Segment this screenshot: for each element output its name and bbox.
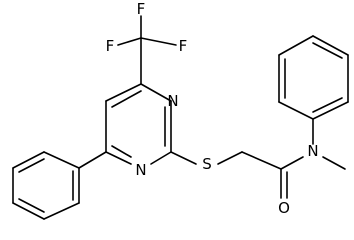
bond-ph1-c-double — [18, 198, 45, 213]
bond-ph2-c-double — [312, 42, 343, 59]
atom-sulfur: S — [202, 155, 212, 173]
bond-c6-n1 — [140, 83, 172, 102]
bond-ph1-b — [43, 202, 80, 220]
atom-fluorine-left: F — [106, 37, 115, 55]
bond-n3-c4 — [105, 151, 132, 165]
atom-nitrogen-n1: N — [167, 92, 178, 110]
atom-nitrogen-n3: N — [135, 161, 146, 179]
atom-fluorine-top: F — [137, 0, 146, 18]
bond-ph1-f — [43, 151, 80, 169]
bonds — [12, 15, 349, 220]
bond-cf-right — [140, 37, 177, 46]
atom-nitrogen-amide: N — [307, 142, 318, 160]
bond-co-n — [280, 156, 304, 170]
bond-ph2-d — [278, 35, 314, 56]
atom-oxygen: O — [278, 199, 290, 217]
bond-ph1-c — [12, 202, 45, 220]
bond-ph2-a-double — [312, 97, 343, 113]
bond-ch2-co — [241, 151, 282, 170]
chemical-structure: F F F N N S O N — [12, 0, 349, 220]
bond-ph2-c — [312, 35, 349, 56]
bond-c5-c6 — [105, 83, 142, 102]
bond-cf-left — [117, 37, 142, 46]
bond-ph1-e-double — [18, 158, 45, 173]
bond-ph2-f — [278, 101, 314, 120]
bond-c5-c6-double — [111, 90, 142, 108]
bond-c2-s — [170, 151, 197, 165]
bond-c2-n3 — [150, 151, 172, 165]
atom-labels: F F F N N S O N — [106, 0, 319, 217]
bond-c4-phenyl — [78, 151, 107, 169]
bond-n-methyl — [322, 156, 346, 170]
bond-ph2-a — [312, 101, 349, 120]
bond-ph1-e — [12, 151, 45, 169]
bond-n3-c4-double — [111, 145, 132, 158]
atom-fluorine-right: F — [179, 37, 188, 55]
bond-s-ch2 — [217, 151, 243, 165]
